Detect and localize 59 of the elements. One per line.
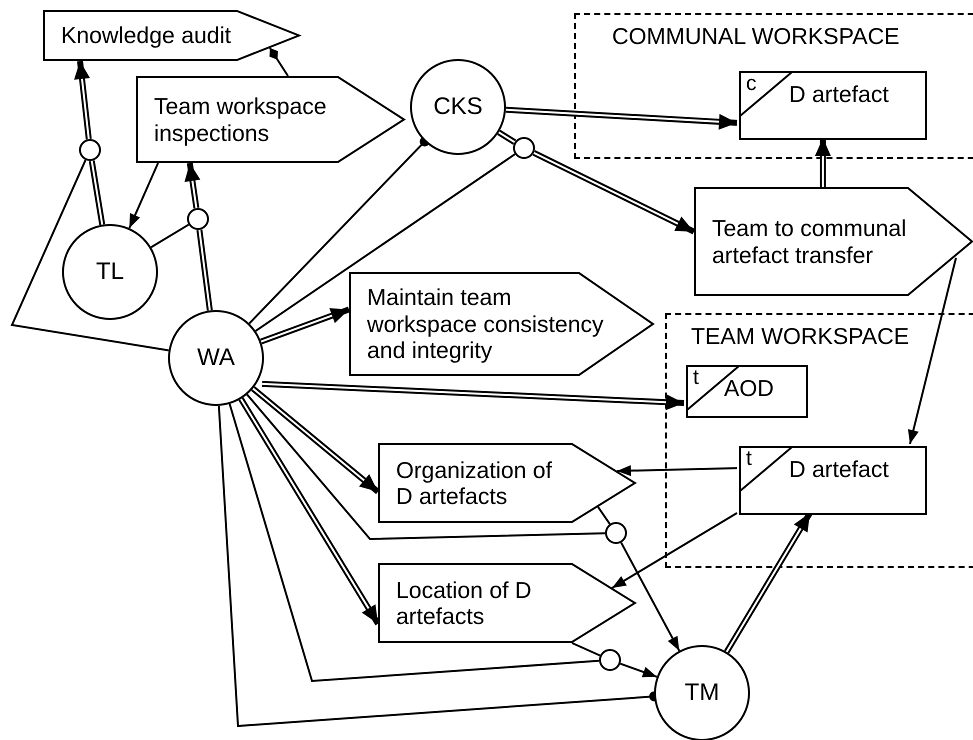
double-arrow	[814, 138, 831, 187]
process-label: Team workspace inspections	[154, 93, 328, 146]
process-pentagon	[694, 187, 973, 296]
double-line	[497, 130, 516, 145]
arrow	[620, 662, 658, 678]
artefact-label: D artefact	[789, 456, 889, 482]
workspace-heading: TEAM WORKSPACE	[691, 323, 910, 350]
junction-circle	[605, 522, 627, 544]
process-label: Location of D artefacts	[396, 576, 533, 630]
actor-label: TM	[684, 679, 720, 707]
workspace-region	[665, 313, 973, 568]
double-arrow	[532, 150, 696, 234]
double-arrow	[260, 306, 350, 344]
artefact-box	[686, 365, 808, 418]
connector-line	[246, 394, 606, 540]
connector-line	[255, 153, 516, 332]
actor-label: CKS	[433, 93, 483, 121]
process-pentagon	[378, 563, 636, 643]
artefact-box	[739, 71, 927, 140]
process-label: Organization of D artefacts	[396, 456, 553, 510]
process-pentagon	[378, 443, 636, 523]
process-label: Knowledge audit	[61, 22, 232, 49]
artefact-label: AOD	[724, 375, 774, 402]
connector-line	[572, 642, 600, 656]
artefact-tag: t	[693, 367, 699, 388]
actor-label: WA	[197, 344, 235, 372]
double-arrow	[184, 162, 200, 209]
process-label: Maintain team workspace consistency and integrity	[367, 284, 604, 364]
workspace-heading: COMMUNAL WORKSPACE	[612, 23, 900, 50]
junction-circle	[187, 208, 209, 230]
arrow	[128, 162, 159, 228]
artefact-box	[739, 446, 927, 515]
connector-line	[228, 404, 600, 682]
process-label: Team to communal artefact transfer	[712, 215, 908, 268]
artefact-label: D artefact	[789, 81, 889, 108]
connector-line	[150, 224, 190, 248]
double-arrow	[238, 397, 381, 626]
junction-circle	[513, 137, 535, 159]
double-arrow	[506, 106, 738, 130]
workspace-region	[574, 13, 973, 159]
arrow	[620, 542, 680, 652]
arrow	[908, 258, 957, 444]
arrow	[616, 465, 738, 476]
process-pentagon	[43, 10, 300, 61]
double-line	[88, 160, 106, 226]
artefact-tag: t	[746, 448, 752, 469]
double-arrow	[251, 386, 380, 494]
connector-line	[10, 160, 169, 352]
junction-circle	[79, 139, 101, 161]
process-pentagon	[136, 76, 405, 163]
actor-label: TL	[96, 258, 124, 286]
artefact-tag: c	[746, 73, 756, 94]
double-arrow	[74, 60, 92, 140]
arrow	[612, 512, 738, 589]
process-pentagon	[349, 272, 654, 376]
connector-line	[597, 506, 611, 525]
double-arrow	[262, 380, 684, 410]
double-line	[196, 230, 213, 311]
junction-circle	[599, 649, 621, 671]
